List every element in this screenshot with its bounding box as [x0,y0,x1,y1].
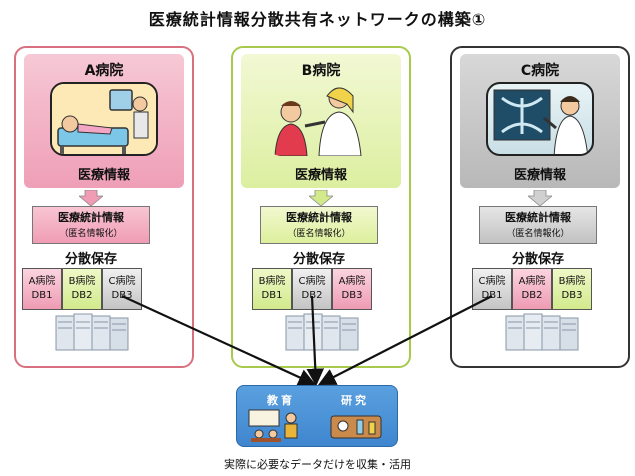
server-rack-icon [285,313,359,351]
hospital-b-name: B病院 [301,63,341,79]
stat-subtitle: （匿名情報化） [287,229,351,239]
db-hospital-label: C病院 [298,276,326,287]
db-label: DB1 [31,290,53,301]
classroom-illustration [248,409,298,442]
db-label: DB2 [71,290,93,301]
db-hospital-label: B病院 [258,276,286,287]
db-hospital-label: A病院 [518,276,546,287]
db-cube: B病院 DB2 [62,268,102,310]
hospital-b-stat-box: 医療統計情報 （匿名情報化） [260,206,378,244]
doctor-patient-illustration [267,82,375,156]
patient-bed-illustration [50,82,158,156]
db-cube: B病院 DB3 [552,268,592,310]
arrow-line [318,295,493,386]
db-hospital-label: A病院 [338,276,366,287]
hospital-b-medical-info: 医療情報 [294,168,347,183]
hospital-b-panel [241,54,401,188]
down-arrow-icon [79,190,103,206]
hospital-a-name: A病院 [84,63,124,79]
stat-subtitle: （匿名情報化） [59,229,123,239]
footer-caption: 実際に必要なデータだけを収集・活用 [224,458,411,471]
hospital-c-frame [450,46,630,368]
stat-title: 医療統計情報 [58,211,124,224]
db-cube: B病院 DB1 [252,268,292,310]
hospital-b-frame [231,46,411,368]
down-arrow-icon [309,190,333,206]
db-hospital-label: C病院 [108,276,136,287]
db-hospital-label: C病院 [478,276,506,287]
arrow-line [121,295,316,386]
hospital-a-medical-info: 医療情報 [77,168,130,183]
hospital-c-stat-box: 医療統計情報 （匿名情報化） [479,206,597,244]
db-label: DB2 [521,290,543,301]
db-label: DB1 [261,290,283,301]
server-rack-icon [505,313,579,351]
stat-subtitle: （匿名情報化） [506,229,570,239]
db-label: DB1 [481,290,503,301]
db-label: DB2 [301,290,323,301]
db-label: DB3 [111,290,133,301]
stat-title: 医療統計情報 [505,211,571,224]
db-hospital-label: B病院 [68,276,96,287]
research-illustration [330,415,382,439]
db-cube: A病院 DB1 [22,268,62,310]
down-arrow-icon [528,190,552,206]
db-cube: C病院 DB3 [102,268,142,310]
db-cube: A病院 DB2 [512,268,552,310]
hospital-c-name: C病院 [520,63,560,79]
hospital-a-storage-label: 分散保存 [64,252,117,267]
hospital-a-frame [14,46,194,368]
server-rack-icon [55,313,129,351]
db-label: DB3 [341,290,363,301]
research-label: 研究 [341,394,369,407]
hospital-b-storage-label: 分散保存 [292,252,345,267]
hospital-a-stat-box: 医療統計情報 （匿名情報化） [32,206,150,244]
db-cube: A病院 DB3 [332,268,372,310]
xray-doctor-illustration [486,82,594,156]
db-label: DB3 [561,290,583,301]
stat-title: 医療統計情報 [286,211,352,224]
diagram-title: 医療統計情報分散共有ネットワークの構築① [148,10,487,29]
arrow-line [306,295,325,387]
db-hospital-label: B病院 [558,276,586,287]
education-label: 教育 [267,394,295,407]
education-research-box: 教育 研究 [236,385,398,447]
db-hospital-label: A病院 [28,276,56,287]
hospital-c-medical-info: 医療情報 [513,168,566,183]
hospital-c-storage-label: 分散保存 [511,252,564,267]
